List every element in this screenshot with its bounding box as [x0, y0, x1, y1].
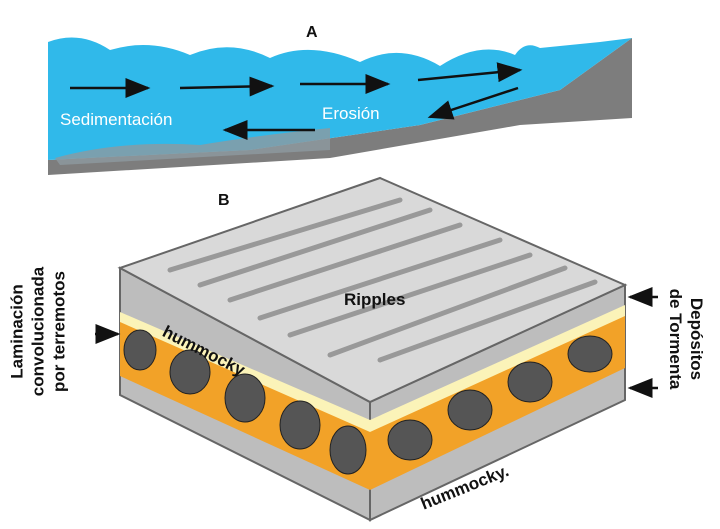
- label-line: por terremotos: [49, 271, 69, 392]
- current-arrow: [179, 76, 275, 97]
- label-line: Laminación: [7, 284, 27, 379]
- top-face: [117, 176, 628, 404]
- label-line: Depósitos: [687, 297, 706, 381]
- sedimentation-label: Sedimentación: [60, 110, 173, 129]
- panel-b-block: [95, 176, 658, 522]
- erosion-label: Erosión: [322, 104, 380, 123]
- panel-a-cross-section: [48, 37, 632, 175]
- ripples-label: Ripples: [344, 290, 406, 309]
- label-line: convolucionada: [28, 266, 48, 397]
- panel-b-label: B: [218, 192, 230, 209]
- label-line: de Tormenta: [666, 288, 685, 390]
- sand-layer-right: [370, 316, 625, 490]
- panel-a-label: A: [306, 24, 318, 41]
- return-arrow: [427, 86, 519, 120]
- ripple-marks: [167, 197, 598, 363]
- convolute-lamination-label: Laminación convolucionada por terremotos: [7, 232, 70, 432]
- sediment: [55, 128, 330, 165]
- convolute-folds: [123, 329, 613, 475]
- current-arrow: [417, 62, 523, 83]
- water: [48, 37, 632, 160]
- storm-deposits-label: Depósitos de Tormenta: [665, 249, 707, 429]
